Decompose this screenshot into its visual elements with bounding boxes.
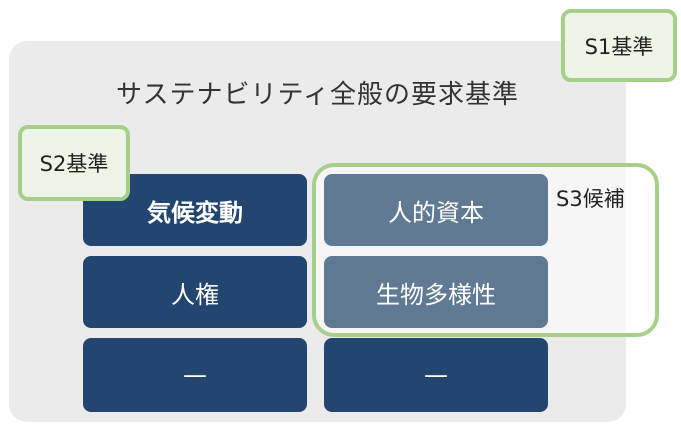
s3-candidate-label: S3候補 bbox=[556, 187, 625, 211]
human-rights-box: 人権 bbox=[83, 256, 307, 328]
biodiversity-box: 生物多様性 bbox=[324, 256, 548, 328]
climate-change-box: 気候変動 bbox=[83, 174, 307, 246]
s2-standard-tag: S2基準 bbox=[18, 125, 130, 201]
right-placeholder-box: — bbox=[324, 338, 548, 412]
s1-standard-tag: S1基準 bbox=[561, 9, 677, 82]
left-placeholder-box: — bbox=[83, 338, 307, 412]
panel-title: サステナビリティ全般の要求基準 bbox=[116, 80, 519, 110]
human-capital-box: 人的資本 bbox=[324, 174, 548, 246]
